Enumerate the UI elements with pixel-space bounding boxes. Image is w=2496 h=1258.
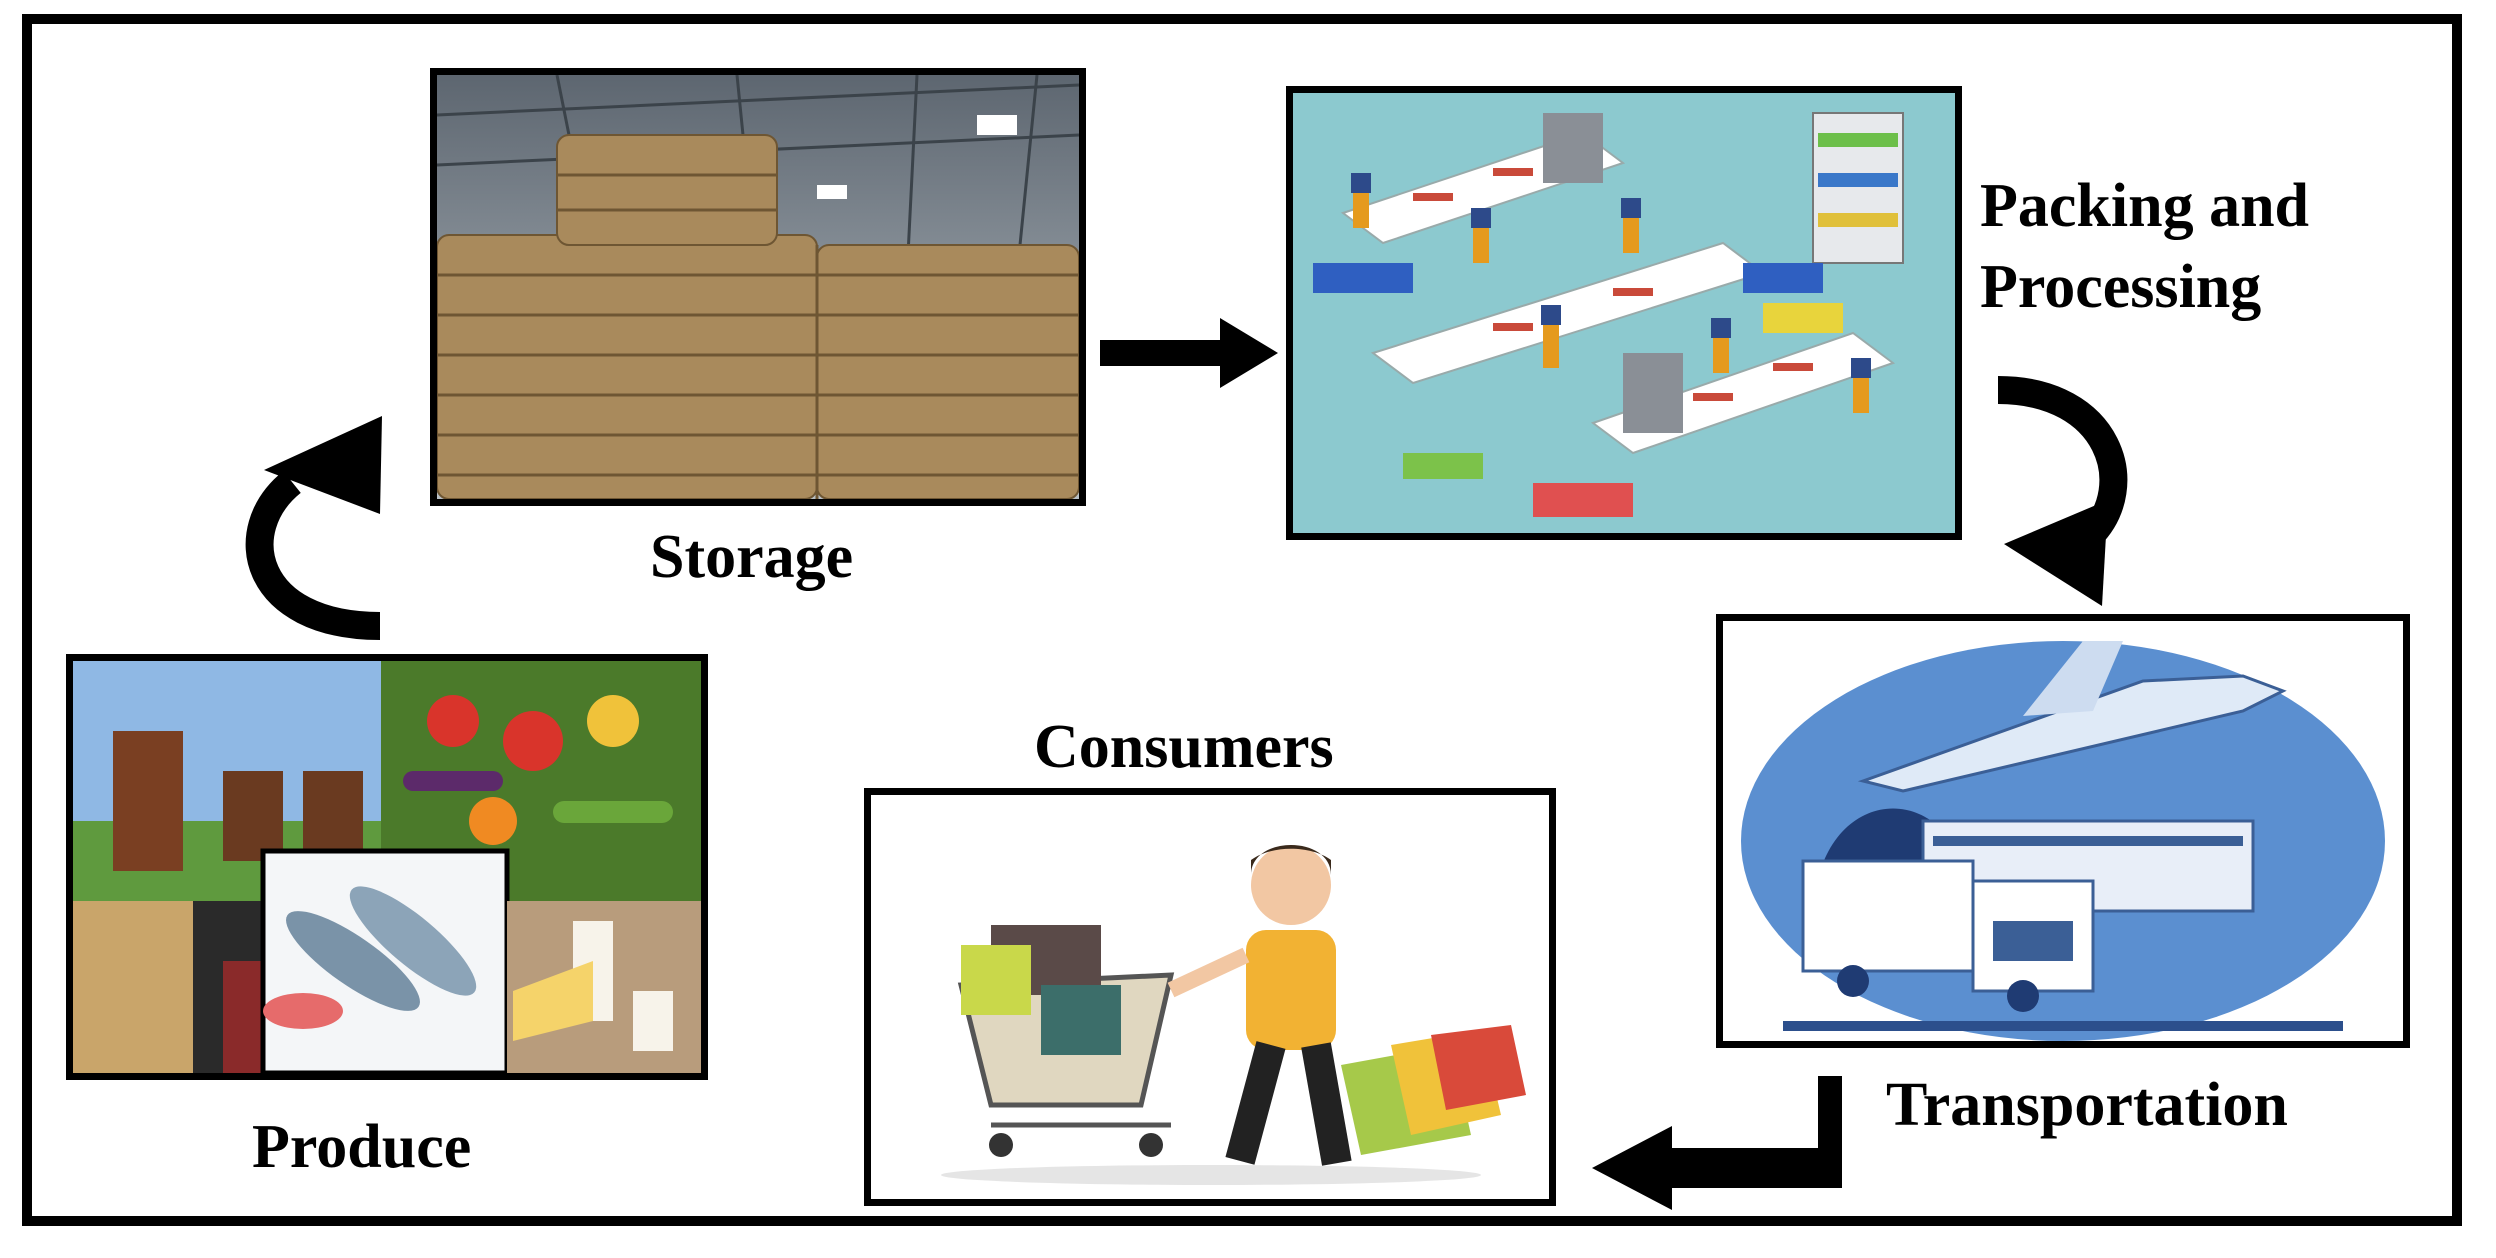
produce-label: Produce xyxy=(252,1113,472,1181)
packing-label-line1: Packing and xyxy=(1980,172,2310,240)
curved-arrow-down-icon xyxy=(1990,376,2150,616)
arrow-right-icon xyxy=(1100,318,1280,388)
transportation-image xyxy=(1716,614,2410,1048)
storage-label: Storage xyxy=(650,523,854,591)
transportation-label: Transportation xyxy=(1886,1071,2288,1139)
diagram-frame xyxy=(22,14,2462,1226)
packing-label: Packing and Processing xyxy=(1980,166,2309,327)
consumers-label: Consumers xyxy=(1034,713,1334,781)
curved-arrow-up-icon xyxy=(212,400,382,640)
packing-processing-image xyxy=(1286,86,1962,540)
bent-arrow-left-icon xyxy=(1592,1076,1842,1210)
consumers-image xyxy=(864,788,1556,1206)
storage-image xyxy=(430,68,1086,506)
produce-image xyxy=(66,654,708,1080)
packing-label-line2: Processing xyxy=(1980,252,2262,321)
